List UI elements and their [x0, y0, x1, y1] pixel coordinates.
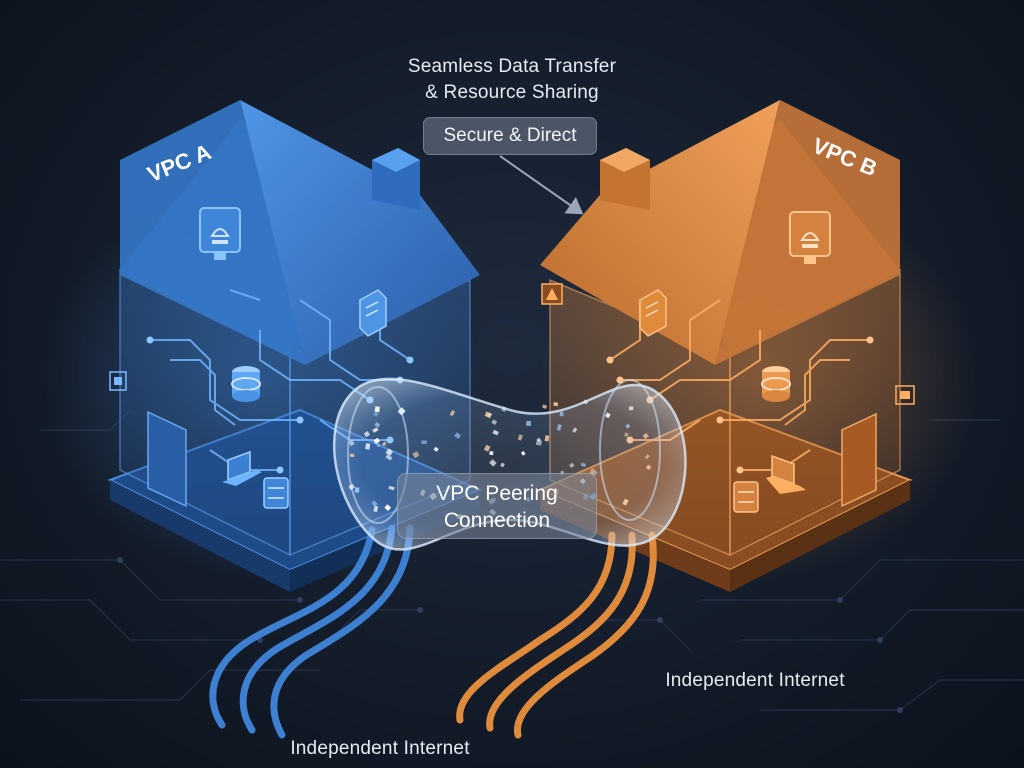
data-particle [385, 454, 393, 461]
peering-connection-label: VPC Peering Connection [397, 473, 597, 539]
data-particle [433, 446, 439, 452]
chip-icon [109, 371, 127, 391]
data-particle [372, 427, 379, 433]
door-icon [841, 412, 877, 508]
door-icon [147, 410, 187, 508]
data-particle [349, 453, 355, 458]
vpc-a-chimney-top [372, 148, 420, 172]
data-particle [397, 407, 406, 416]
data-particle [484, 411, 492, 419]
database-icon [761, 366, 791, 402]
data-particle [542, 404, 548, 409]
top-caption-line1: Seamless Data Transfer [407, 56, 617, 77]
data-particle [624, 432, 629, 438]
data-particle [645, 464, 652, 471]
data-particle [501, 406, 507, 412]
data-particle [384, 504, 392, 511]
vpc-b-base-side [730, 480, 910, 592]
data-particle [421, 440, 427, 444]
data-particle [376, 442, 381, 448]
monitor-icon [199, 207, 241, 260]
data-particle [628, 406, 634, 411]
data-particle [582, 399, 589, 405]
peering-label-line2: Connection [443, 509, 551, 532]
vpc-b-chimney-top [600, 148, 650, 172]
data-particle [374, 406, 380, 413]
data-particle [348, 439, 355, 447]
data-particle [544, 435, 550, 442]
data-particle [374, 422, 381, 428]
data-particle [500, 462, 505, 468]
data-particle [492, 429, 499, 436]
data-particle [454, 432, 462, 439]
internet-label-bottom: Independent Internet [290, 738, 470, 759]
data-particle [388, 485, 395, 491]
vpc-b-internet-cables [456, 531, 657, 739]
data-particle [489, 451, 494, 456]
data-particle [365, 443, 371, 450]
data-particle [556, 424, 562, 431]
data-particle [483, 444, 491, 452]
data-particle [373, 411, 379, 417]
data-particle [489, 459, 497, 467]
data-particle [622, 498, 629, 506]
data-particle [644, 454, 650, 460]
data-particle [373, 505, 379, 513]
monitor-icon [789, 211, 831, 264]
data-particle [348, 483, 356, 491]
data-particle [642, 432, 649, 440]
warning-icon [541, 283, 563, 305]
data-particle [381, 441, 388, 447]
data-particle [572, 427, 578, 433]
data-particle [373, 437, 381, 445]
database-icon [231, 366, 261, 402]
server-icon [263, 477, 289, 509]
data-particle [580, 462, 587, 468]
vpc-b-circuit-traces [609, 299, 870, 471]
data-particle [553, 402, 559, 407]
vpc-a-roof [240, 100, 480, 365]
data-particle [604, 412, 611, 419]
data-particle [385, 448, 394, 456]
data-particle [559, 411, 564, 417]
secure-direct-badge: Secure & Direct [423, 117, 597, 155]
data-particle [371, 500, 378, 507]
vpc-b-roof [540, 100, 780, 365]
data-particle [517, 434, 523, 441]
laptop-icon [222, 450, 262, 486]
data-particle [625, 423, 631, 429]
data-particle [449, 410, 456, 417]
data-particle [535, 439, 543, 446]
document-icon [639, 289, 667, 337]
data-particle [520, 451, 526, 456]
top-caption-line2: & Resource Sharing [425, 82, 599, 103]
data-particle [536, 437, 542, 443]
server-icon [733, 481, 759, 513]
internet-label-right: Independent Internet [665, 670, 845, 691]
data-particle [491, 419, 498, 426]
data-particle [363, 431, 371, 438]
chip-icon [895, 385, 915, 405]
vpc-a-base-side [110, 480, 290, 592]
document-icon [359, 289, 387, 337]
vpc-a-internet-cables [209, 524, 414, 739]
data-particle [354, 487, 360, 493]
top-caption: Seamless Data Transfer & Resource Sharin… [362, 54, 662, 106]
data-particle [412, 451, 420, 459]
peering-label-line1: VPC Peering [436, 482, 558, 505]
data-particle [569, 462, 575, 469]
secure-arrow [499, 155, 584, 215]
circuit-background [0, 409, 1024, 711]
laptop-icon [766, 454, 806, 494]
data-particle [525, 420, 532, 427]
